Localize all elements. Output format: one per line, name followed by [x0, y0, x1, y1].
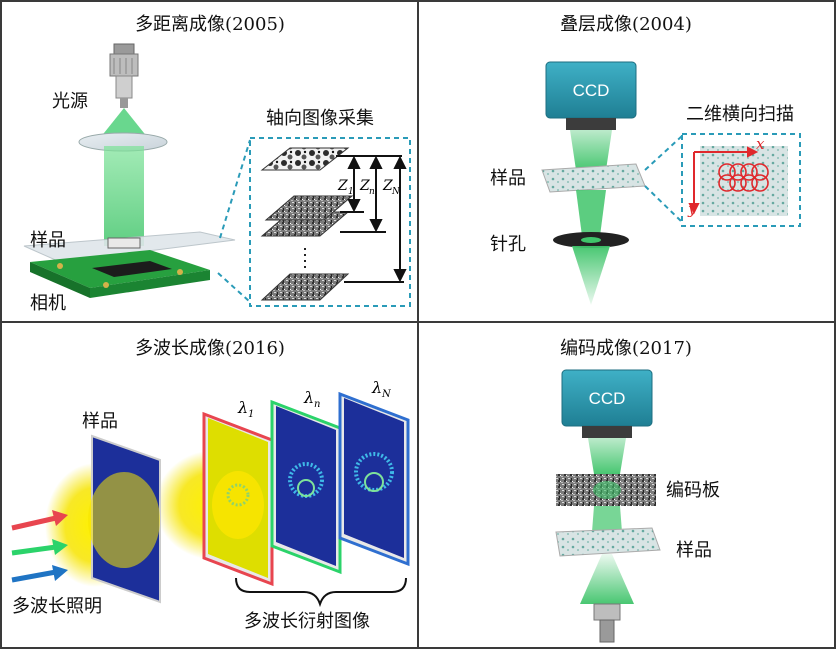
scan-grid-circles	[718, 163, 769, 192]
panel-title: 多距离成像(2005)	[135, 14, 285, 35]
pinhole-label: 针孔	[490, 234, 526, 255]
sample-slide	[555, 527, 661, 557]
source-cone	[100, 108, 148, 138]
image-plane-4	[260, 273, 350, 301]
sample-label: 样品	[490, 168, 526, 189]
dashed-connector	[217, 272, 251, 303]
camera-label: 相机	[30, 293, 66, 314]
beam-middle	[576, 190, 606, 236]
diffraction-screen-1	[202, 411, 274, 587]
beam-upper	[588, 438, 626, 474]
panel-multi-distance: 多距离成像(2005) 光源 样品	[23, 14, 411, 314]
sample-label: 样品	[676, 540, 712, 561]
dashed-connector	[644, 185, 683, 223]
ccd-lens-mount	[582, 426, 632, 438]
scan-axes	[688, 146, 759, 215]
panel-multi-wavelength: 多波长成像(2016) 样品 多波长照明	[11, 338, 410, 632]
scan-box	[681, 133, 801, 227]
panel-title: 编码成像(2017)	[560, 338, 692, 359]
beam-upper	[570, 130, 612, 170]
dashed-connector	[219, 139, 251, 239]
illumination-arrows	[11, 510, 68, 583]
lambda-1-subscript: 1	[248, 409, 254, 420]
ccd-label: CCD	[589, 389, 626, 408]
image-plane-1	[260, 147, 350, 171]
zn-label: Z	[359, 178, 370, 194]
fiber-source-icon	[109, 43, 139, 108]
axial-acquisition-label: 轴向图像采集	[266, 108, 374, 129]
diffraction-brace	[235, 577, 407, 608]
dashed-connector	[644, 135, 683, 171]
lambda-N-subscript: N	[381, 389, 392, 400]
zn-subscript: n	[369, 187, 375, 197]
z1-label: Z	[337, 178, 348, 194]
distance-brackets	[336, 155, 407, 283]
ccd-label: CCD	[573, 81, 610, 100]
light-source-label: 光源	[52, 91, 88, 112]
beam-lower	[580, 554, 634, 604]
lambda-n-subscript: n	[314, 399, 320, 410]
axis-y-label: y	[687, 200, 697, 218]
panel-title: 多波长成像(2016)	[135, 338, 285, 359]
pinhole-aperture	[581, 237, 601, 243]
light-beam	[104, 146, 144, 246]
ccd-lens-mount	[566, 118, 616, 130]
diffraction-screen-2	[270, 399, 342, 575]
sample-glow	[88, 472, 160, 568]
sample-label: 样品	[30, 230, 66, 251]
lambda-n-label: λ	[303, 388, 314, 407]
panel-ptychography: 叠层成像(2004) CCD 样品 针孔 二维横向扫描	[490, 14, 801, 305]
lambda-1-label: λ	[237, 398, 248, 417]
zN-label: Z	[382, 178, 393, 194]
scan-field	[700, 146, 788, 216]
sample-slide	[541, 163, 646, 193]
zN-subscript: N	[391, 187, 401, 197]
illumination-label: 多波长照明	[12, 596, 102, 617]
sample-icon	[107, 237, 141, 249]
lambda-N-label: λ	[371, 378, 382, 397]
camera-icon	[30, 250, 210, 298]
coded-plate-label: 编码板	[666, 480, 720, 501]
diffraction-screen-3	[338, 391, 410, 567]
panel-title: 叠层成像(2004)	[560, 14, 692, 35]
scan-label: 二维横向扫描	[686, 104, 794, 125]
beam-lower	[572, 246, 610, 305]
beam-middle	[592, 506, 622, 532]
sample-label: 样品	[82, 411, 118, 432]
image-plane-3	[264, 195, 354, 221]
panel-coded: 编码成像(2017) CCD 编码板 样品	[555, 338, 720, 643]
light-source-icon	[593, 603, 621, 643]
coded-plate-spot	[593, 481, 621, 499]
diffraction-label: 多波长衍射图像	[244, 611, 370, 632]
axial-acquisition-box	[249, 137, 411, 307]
z1-subscript: 1	[348, 187, 354, 197]
axis-x-label: x	[756, 135, 765, 153]
